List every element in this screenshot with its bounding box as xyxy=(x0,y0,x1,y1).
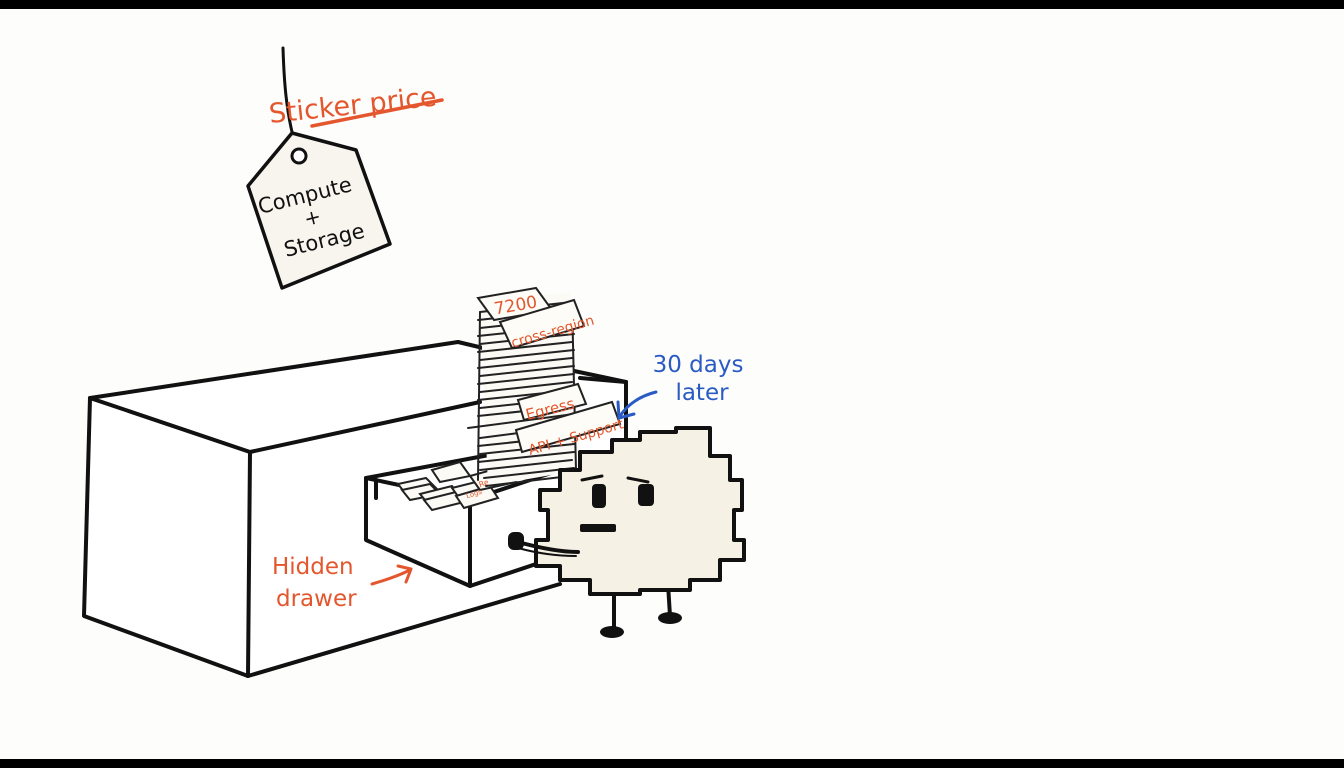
hidden-drawer-line-1: Hidden xyxy=(272,554,354,580)
hidden-drawer-annotation: Hidden drawer xyxy=(272,554,413,612)
egress-sheet xyxy=(516,382,588,422)
character-arm xyxy=(516,540,580,554)
cabinet-top-back xyxy=(88,340,460,400)
left-eye xyxy=(592,484,606,508)
character-right-foot xyxy=(658,612,682,624)
pixel-blob-character xyxy=(516,426,746,638)
character-body xyxy=(534,426,746,596)
api-support-sheet xyxy=(514,400,622,454)
tag-hole xyxy=(290,147,308,165)
sticker-price-underline xyxy=(310,98,444,128)
thirty-days-arrow-shaft xyxy=(618,390,658,418)
illustration-svg: Compute + Storage Sticker price xyxy=(82,46,746,678)
thirty-days-line-2: later xyxy=(675,380,729,406)
drawer-knob xyxy=(508,532,524,550)
price-tag: Compute + Storage xyxy=(246,46,392,290)
thirty-days-arrowhead xyxy=(616,400,636,420)
tag-body xyxy=(246,131,392,290)
sticker-price-label: Sticker price xyxy=(267,82,444,130)
hidden-drawer-arrowhead xyxy=(396,564,413,584)
hidden-drawer-arrow-shaft xyxy=(370,568,412,586)
thirty-days-line-1: 30 days xyxy=(653,352,744,378)
tag-line-2: + xyxy=(301,204,323,231)
paper-stack: 7200 cross-region Egress API + Support xyxy=(467,286,626,487)
left-eyebrow xyxy=(580,474,604,482)
character-left-foot xyxy=(600,626,624,638)
right-eye xyxy=(638,484,654,506)
illustration-canvas: Compute + Storage Sticker price xyxy=(0,9,1344,759)
tag-string xyxy=(281,46,296,142)
cabinet-left-side xyxy=(82,396,250,678)
character-mouth xyxy=(580,524,616,532)
thirty-days-annotation: 30 days later xyxy=(616,352,744,420)
hidden-drawer-line-2: drawer xyxy=(276,586,357,612)
cabinet-bottom xyxy=(246,582,562,678)
cross-region-sheet xyxy=(498,298,586,350)
right-eyebrow xyxy=(626,476,650,484)
cabinet-front-edge xyxy=(246,450,252,678)
